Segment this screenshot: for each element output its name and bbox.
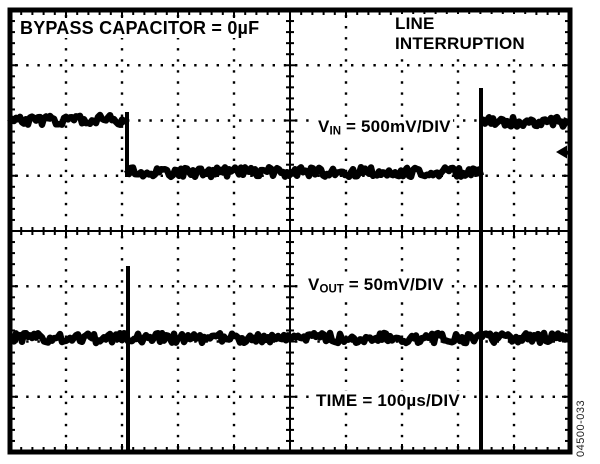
line-interruption-line1: LINE xyxy=(395,14,435,33)
line-interruption-line2: INTERRUPTION xyxy=(395,34,525,53)
vout-scale-text: = 50mV/DIV xyxy=(343,275,444,294)
vout-symbol: V xyxy=(308,275,320,294)
vin-symbol: V xyxy=(318,117,330,136)
vin-subscript: IN xyxy=(329,125,342,138)
vin-scale-text: = 500mV/DIV xyxy=(341,117,451,136)
bypass-capacitor-label: BYPASS CAPACITOR = 0µF xyxy=(18,18,262,38)
vin-scale-label: VIN = 500mV/DIV xyxy=(316,117,453,142)
time-scale-label: TIME = 100µs/DIV xyxy=(314,391,462,411)
vout-scale-label: VOUT = 50mV/DIV xyxy=(306,275,446,300)
line-interruption-label: LINE INTERRUPTION xyxy=(393,14,527,54)
vout-subscript: OUT xyxy=(319,283,344,296)
figure-number-watermark: 04500-033 xyxy=(575,399,587,457)
